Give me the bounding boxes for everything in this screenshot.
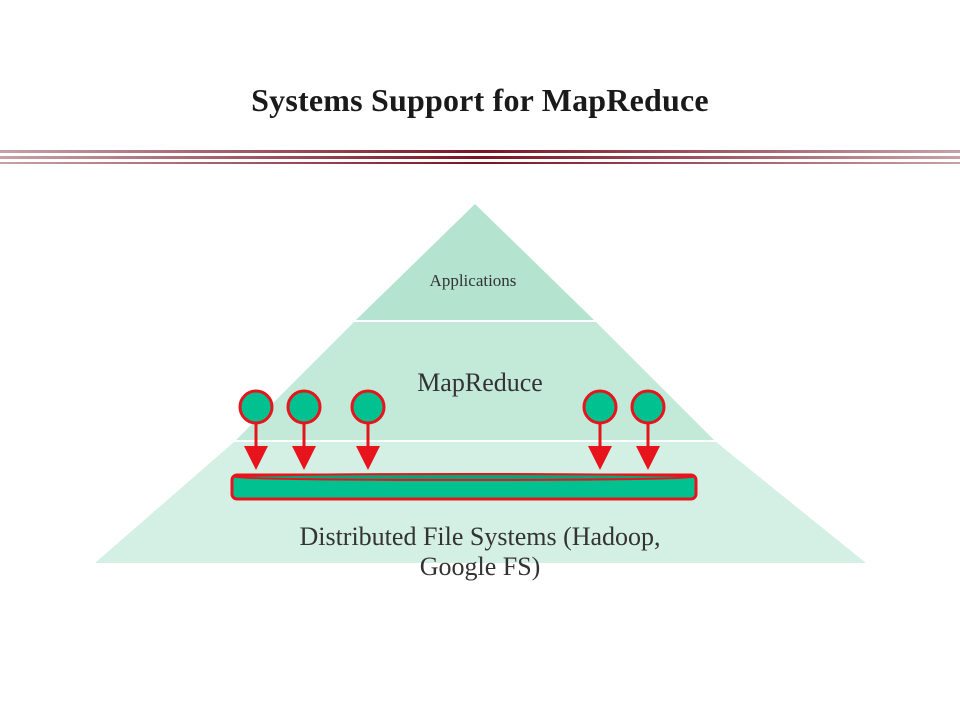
layer-label-applications: Applications (430, 271, 517, 290)
slide-title: Systems Support for MapReduce (251, 82, 709, 118)
layer-label-dfs-line-2: Google FS) (420, 552, 541, 581)
layer-label-dfs-line-1: Distributed File Systems (Hadoop, (299, 522, 660, 551)
layer-distributed-file-systems (95, 442, 866, 563)
node-5 (630, 389, 666, 470)
layer-label-mapreduce: MapReduce (417, 368, 543, 397)
node-1 (238, 389, 274, 470)
storage-bar-top (233, 473, 695, 481)
node-2 (286, 389, 322, 470)
layer-applications (356, 204, 594, 320)
title-divider (0, 150, 960, 164)
node-4 (582, 389, 618, 470)
node-circle (582, 389, 618, 425)
node-circle (238, 389, 274, 425)
node-circle (286, 389, 322, 425)
node-circle (350, 389, 386, 425)
node-circle (630, 389, 666, 425)
node-3 (350, 389, 386, 470)
